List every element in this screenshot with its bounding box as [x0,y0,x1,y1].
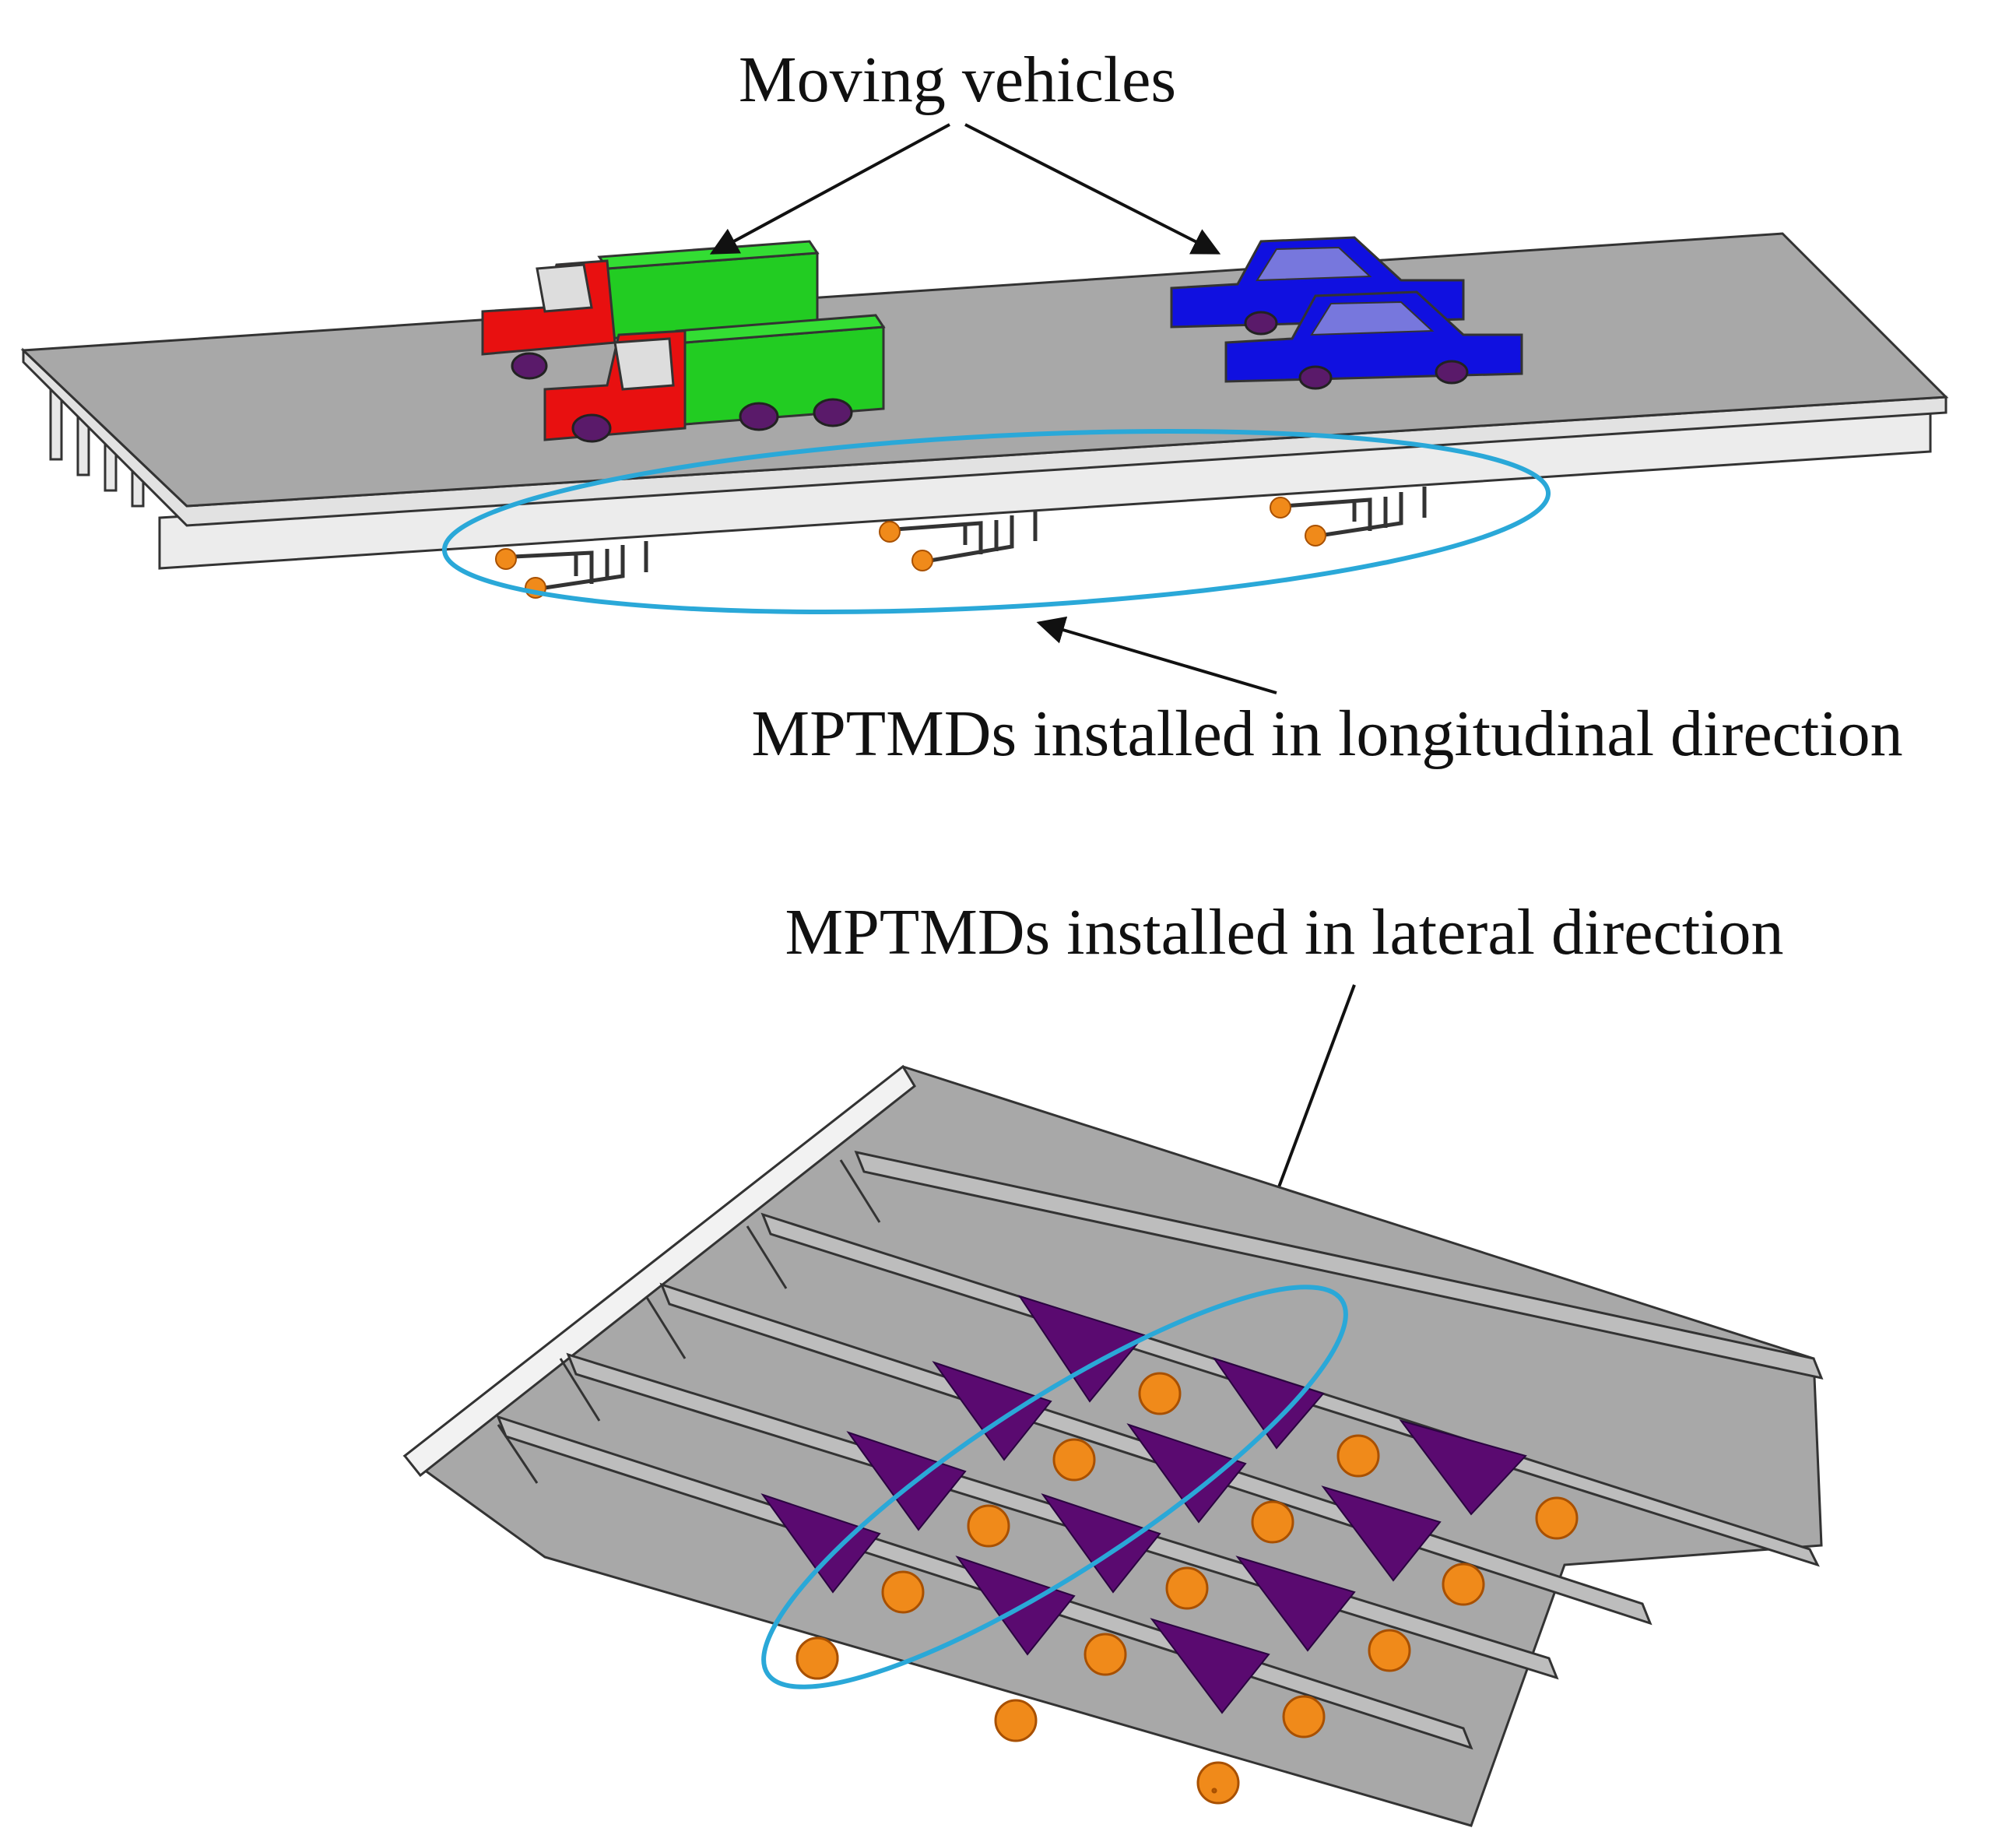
damper-icon [881,1570,925,1614]
damper-icon [911,550,933,571]
damper-icon [1368,1629,1411,1672]
cross-members [497,1159,881,1484]
truck-icon [543,314,886,443]
damper-icon [1535,1496,1579,1540]
damper-icon [1052,1438,1096,1482]
longitudinal-highlight-ellipse [441,429,1551,614]
bottom-underside-view [402,1064,1824,1827]
damper-icon [879,521,901,543]
damper-icon [1165,1566,1209,1610]
arrow-to-longitudinal-dampers [1036,616,1277,694]
damper-icon [1282,1695,1326,1738]
arrow-to-trucks [709,123,950,255]
damper-icon [1211,1788,1217,1794]
damper-group [1270,487,1427,547]
damper-icon [994,1699,1038,1742]
damper-icon [1138,1372,1182,1415]
longitudinal-label: MPTMDs installed in longitudinal directi… [751,698,1902,770]
lateral-dampers [796,1372,1579,1805]
damper-icon [1251,1500,1294,1544]
damper-group [879,510,1038,571]
lateral-highlight-ellipse [761,1285,1348,1689]
damper-icon [967,1504,1010,1548]
damper-icon [1336,1434,1380,1478]
arrow-to-cars [964,123,1221,255]
damper-icon [1442,1563,1485,1606]
moving-vehicles-label: Moving vehicles [739,44,1176,116]
damper-plates [760,1295,1527,1714]
bridge-deck [20,232,1949,508]
lateral-label: MPTMDs installed in lateral direction [785,896,1783,968]
deck-white-edge [402,1064,916,1478]
damper-icon [1196,1761,1240,1805]
damper-icon [1270,497,1291,519]
damper-icon [495,548,517,570]
damper-icon [796,1636,839,1680]
damper-icon [1084,1633,1127,1676]
car-icon [1224,290,1523,390]
top-bridge-view [20,232,1949,614]
damper-icon [1305,525,1326,547]
